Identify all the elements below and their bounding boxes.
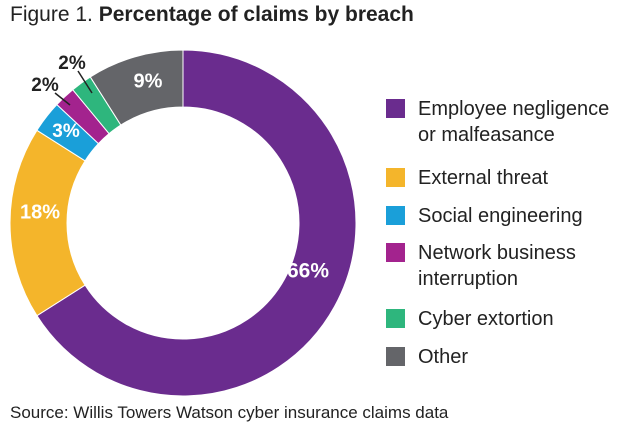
legend-swatch: [386, 99, 405, 118]
leader-line-network-business-interruption: [54, 92, 71, 106]
legend-swatch: [386, 168, 405, 187]
title-prefix: Figure 1.: [10, 3, 93, 26]
legend-label: Other: [418, 346, 469, 368]
chart-title: Figure 1. Percentage of claims by breach: [10, 2, 414, 28]
legend-item-social-engineering: Social engineering: [386, 203, 583, 229]
leader-line-cyber-extortion: [77, 70, 93, 94]
data-label-social-engineering: 3%: [52, 121, 80, 142]
title-main: Percentage of claims by breach: [98, 3, 414, 26]
data-label-network-business-interruption: 2%: [31, 75, 59, 96]
slice-other: [89, 49, 184, 126]
legend-label: Cyber extortion: [418, 308, 554, 330]
legend-swatch: [386, 243, 405, 262]
data-label-cyber-extortion: 2%: [58, 53, 86, 74]
legend-item-cyber-extortion: Cyber extortion: [386, 306, 554, 332]
legend-swatch: [386, 206, 405, 225]
legend-item-external-threat: External threat: [386, 165, 548, 191]
legend-swatch: [386, 309, 405, 328]
legend-item-employee-negligence-or-malfeasance: Employee negligence or malfeasance: [386, 96, 609, 148]
legend-label: Social engineering: [418, 205, 583, 227]
data-label-employee-negligence-or-malfeasance: 66%: [287, 260, 329, 283]
data-label-other: 9%: [134, 70, 163, 92]
legend-label: Network business interruption: [418, 242, 576, 290]
legend-item-network-business-interruption: Network business interruption: [386, 240, 576, 292]
legend-label: External threat: [418, 167, 549, 189]
data-label-external-threat: 18%: [20, 201, 60, 223]
legend-label: Employee negligence or malfeasance: [418, 98, 610, 146]
source-note: Source: Willis Towers Watson cyber insur…: [10, 403, 449, 422]
slice-employee-negligence-or-malfeasance: [36, 49, 357, 397]
legend-item-other: Other: [386, 344, 468, 370]
legend-swatch: [386, 347, 405, 366]
